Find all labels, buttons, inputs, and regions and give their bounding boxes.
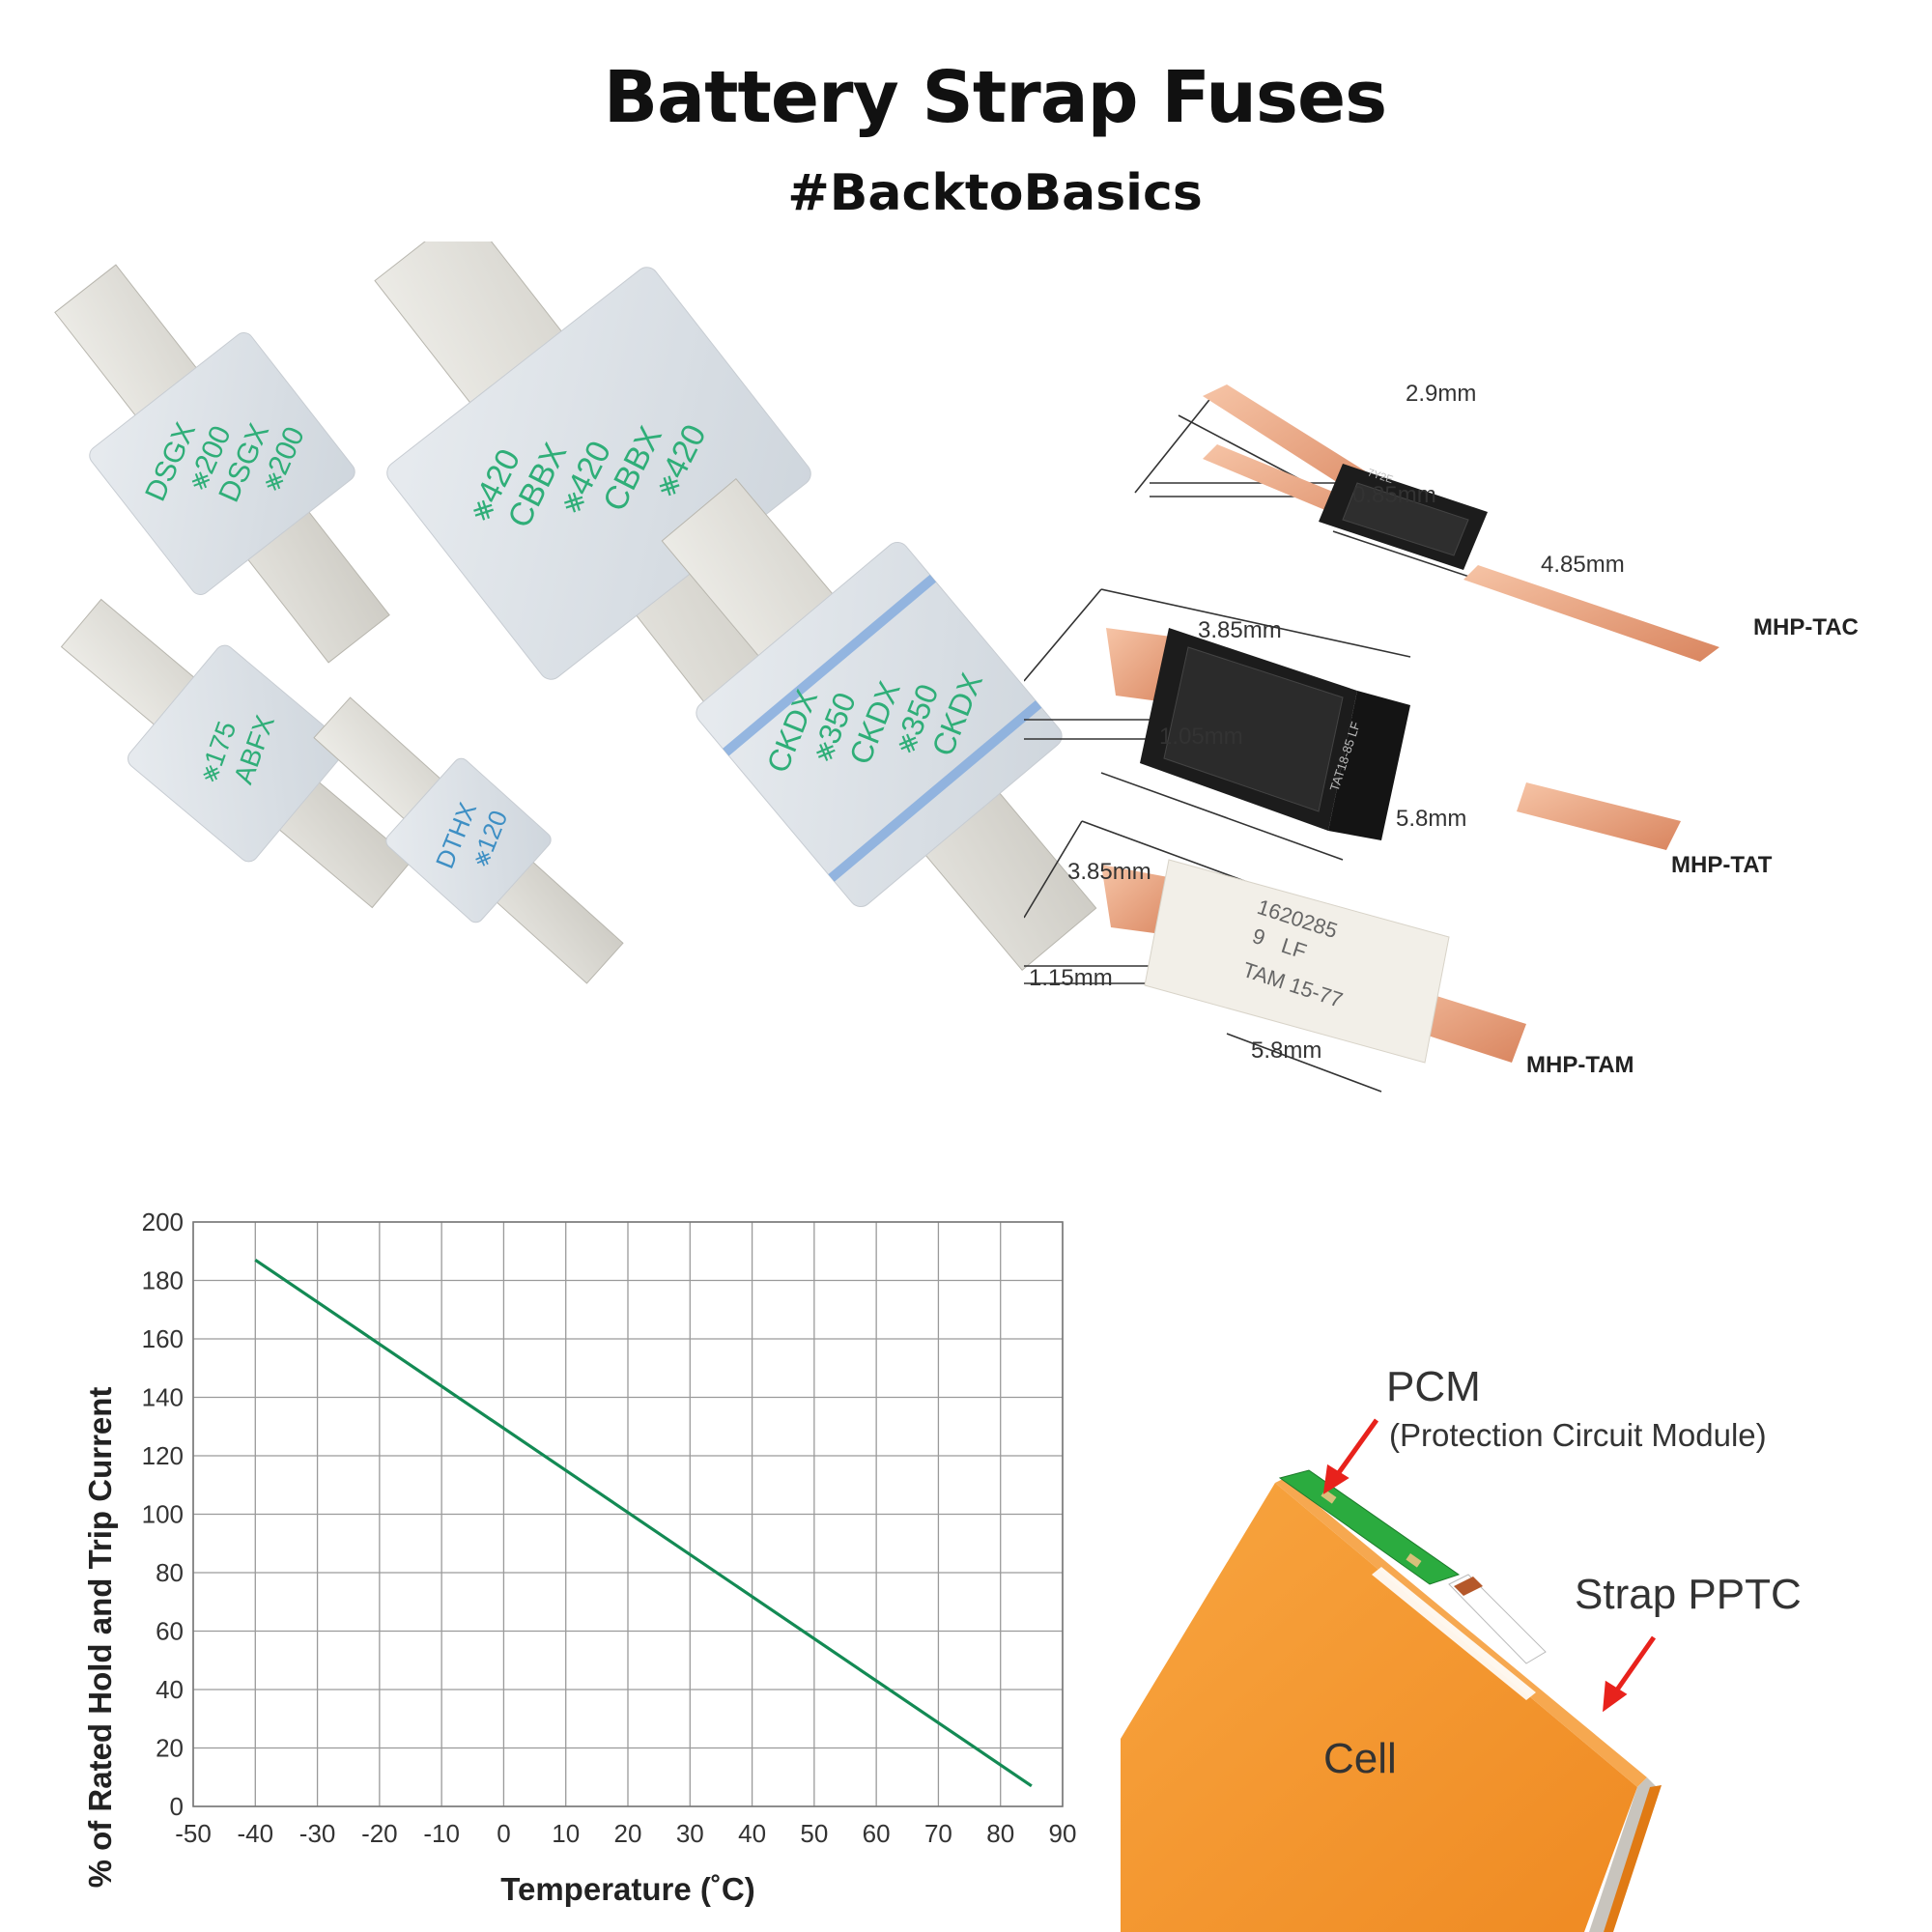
chart-grid: [192, 1221, 1064, 1807]
y-tick-label: 80: [156, 1558, 184, 1587]
page-subtitle: #BacktoBasics: [787, 164, 1203, 222]
y-tick-label: 20: [156, 1734, 184, 1763]
x-tick-label: 50: [800, 1819, 828, 1848]
part-mhp-tam: 1620285 9 LF TAM 15-77: [1101, 859, 1526, 1064]
pcm-board: [1278, 1469, 1461, 1585]
x-tick-label: -10: [423, 1819, 460, 1848]
part-mhp-tac: 7Y2E: [1203, 384, 1719, 662]
x-tick-label: 60: [863, 1819, 891, 1848]
tac-length-label: 4.85mm: [1541, 552, 1625, 578]
x-tick-label: 0: [497, 1819, 510, 1848]
tam-thickness-label: 1.15mm: [1029, 965, 1113, 991]
battery-diagram: PCM (Protection Circuit Module) Strap PP…: [1121, 1363, 1802, 1932]
part-mhp-tat: TAT18-85 LF: [1106, 628, 1681, 850]
chart-series: [254, 1259, 1033, 1788]
y-tick-label: 120: [142, 1441, 184, 1470]
tam-length-label: 5.8mm: [1251, 1037, 1321, 1064]
tat-length-label: 5.8mm: [1396, 806, 1466, 832]
pptc-dimensions-photo: 7Y2E TAT18-85 LF 1620285 9 LF TAM 15-77 …: [1024, 381, 1859, 1093]
part-name-tam: MHP-TAM: [1526, 1052, 1634, 1078]
pcm-full-name: (Protection Circuit Module): [1389, 1417, 1767, 1453]
x-tick-label: 30: [676, 1819, 704, 1848]
pcm-label: PCM: [1386, 1363, 1481, 1410]
derating-chart: -50 -40 -30 -20 -10 0 10 20 30 40 50 60 70 80 90 0 20 40…: [82, 1208, 1076, 1907]
tat-thickness-label: 1.05mm: [1159, 724, 1243, 750]
y-tick-label: 160: [142, 1324, 184, 1353]
page-title: Battery Strap Fuses: [603, 56, 1387, 139]
tac-width-label: 2.9mm: [1406, 381, 1476, 407]
y-tick-label: 140: [142, 1383, 184, 1412]
x-tick-label: -30: [299, 1819, 336, 1848]
x-tick-label: 70: [924, 1819, 952, 1848]
x-tick-label: 40: [738, 1819, 766, 1848]
cell-label: Cell: [1323, 1735, 1397, 1782]
x-tick-label: 80: [986, 1819, 1014, 1848]
y-tick-label: 200: [142, 1208, 184, 1236]
callout-arrows: [1322, 1418, 1657, 1713]
y-tick-label: 100: [142, 1500, 184, 1529]
fuse-dsgx: DSGX ⨳200 DSGX ⨳200: [54, 264, 390, 664]
y-tick-label: 40: [156, 1675, 184, 1704]
y-tick-label: 0: [170, 1792, 184, 1821]
part-name-tac: MHP-TAC: [1753, 614, 1859, 640]
tat-width-label: 3.85mm: [1198, 617, 1282, 643]
tam-width-label: 3.85mm: [1067, 859, 1151, 885]
strap-pptc-label: Strap PPTC: [1575, 1571, 1802, 1618]
x-axis-label: Temperature (˚C): [500, 1871, 754, 1907]
strap-pptc: [1448, 1574, 1547, 1664]
y-axis-label: % of Rated Hold and Trip Current: [82, 1387, 118, 1889]
series-line: [254, 1259, 1033, 1788]
fuse-cbbx: ⨳420 CBBX ⨳420 CBBX ⨳420: [374, 242, 824, 739]
x-tick-label: -20: [361, 1819, 398, 1848]
strap-fuses-photo: DSGX ⨳200 DSGX ⨳200 ⨳420 CBBX ⨳420 CBBX …: [54, 242, 1097, 984]
x-tick-label: -40: [237, 1819, 273, 1848]
y-tick-label: 60: [156, 1617, 184, 1646]
fuse-ckdx: CKDX ⨳350 CKDX ⨳350 CKDX: [661, 478, 1097, 971]
plot-frame: [192, 1221, 1064, 1807]
x-tick-label: 10: [552, 1819, 580, 1848]
y-tick-label: 180: [142, 1266, 184, 1295]
battery-cell: [1121, 1478, 1662, 1932]
x-tick-label: 20: [614, 1819, 642, 1848]
y-tick-labels: 0 20 40 60 80 100 120 140 160 180 200: [142, 1208, 184, 1821]
part-name-tat: MHP-TAT: [1671, 852, 1773, 878]
tac-thickness-label: 0.85mm: [1352, 482, 1436, 508]
x-tick-label: 90: [1049, 1819, 1077, 1848]
x-tick-labels: -50 -40 -30 -20 -10 0 10 20 30 40 50 60 70 80 90: [175, 1819, 1076, 1848]
x-tick-label: -50: [175, 1819, 212, 1848]
fuse-abfx: ⨳175 ABFX: [60, 598, 413, 909]
fuse-dthx: DTHX ⨳120: [313, 696, 624, 984]
